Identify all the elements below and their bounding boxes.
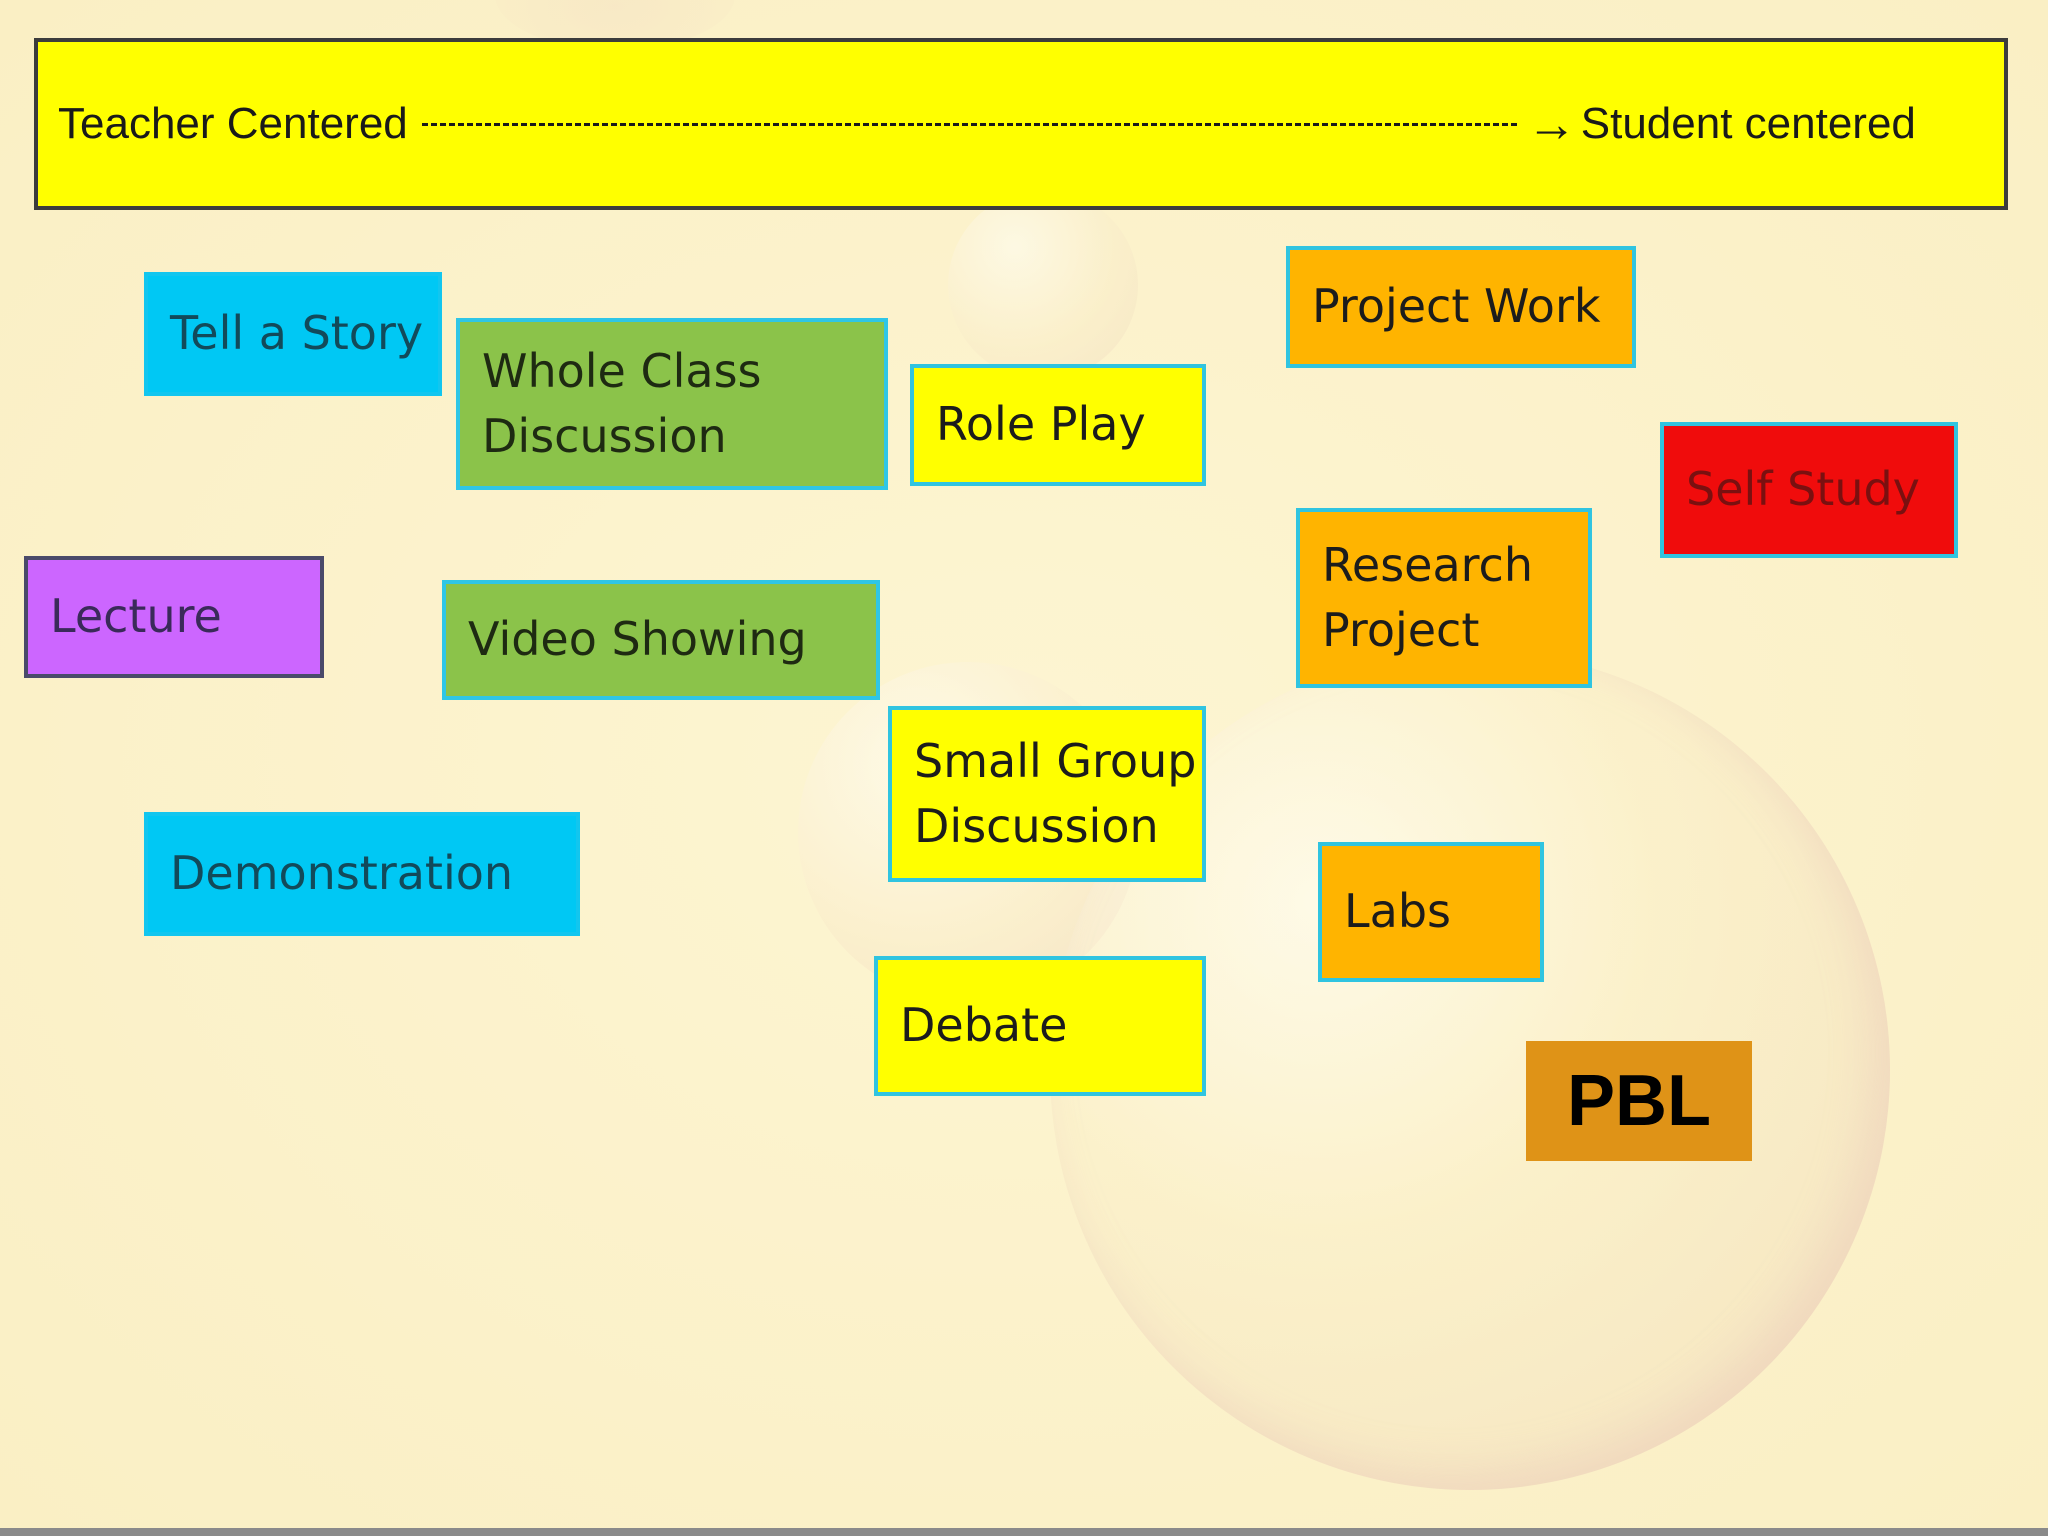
method-small-group-discussion: Small Group Discussion: [888, 706, 1206, 882]
pbl-label: PBL: [1526, 1041, 1752, 1161]
method-whole-class-discussion: Whole Class Discussion: [456, 318, 888, 490]
method-research-project: Research Project: [1296, 508, 1592, 688]
method-project-work: Project Work: [1286, 246, 1636, 368]
background-bubble: [948, 190, 1138, 380]
method-debate: Debate: [874, 956, 1206, 1096]
method-demonstration: Demonstration: [144, 812, 580, 936]
slide-bottom-border: [0, 1528, 2048, 1536]
teacher-student-continuum-banner: Teacher Centered → Student centered: [34, 38, 2008, 210]
continuum-dashed-line: [421, 122, 1517, 126]
method-self-study: Self Study: [1660, 422, 1958, 558]
method-lecture: Lecture: [24, 556, 324, 678]
arrow-right-icon: →: [1526, 96, 1577, 152]
teacher-centered-label: Teacher Centered: [58, 99, 408, 148]
student-centered-label: Student centered: [1580, 99, 1916, 148]
method-tell-a-story: Tell a Story: [144, 272, 442, 396]
method-labs: Labs: [1318, 842, 1544, 982]
method-role-play: Role Play: [910, 364, 1206, 486]
method-video-showing: Video Showing: [442, 580, 880, 700]
